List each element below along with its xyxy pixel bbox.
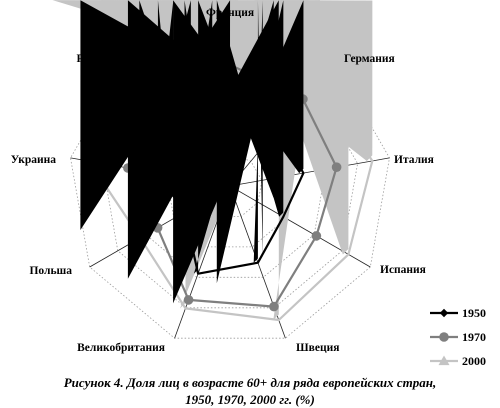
caption-label: Рисунок 4. <box>63 375 124 390</box>
legend-marker-1950 <box>439 308 449 318</box>
caption-line2: 1950, 1970, 2000 гг. (%) <box>185 392 315 407</box>
point-1970-2 <box>331 162 342 172</box>
point-1950-8 <box>139 0 191 191</box>
point-1970-5 <box>183 295 194 305</box>
spoke-2 <box>229 157 390 187</box>
category-label-2: Италия <box>394 154 434 166</box>
legend-label-1970: 1970 <box>462 330 486 344</box>
point-1950-3 <box>216 0 284 284</box>
legend-item-2000: 2000 <box>430 354 486 368</box>
legend-marker-1970 <box>439 332 449 342</box>
category-label-1: Германия <box>344 53 395 65</box>
figure-caption: Рисунок 4. Доля лиц в возрасте 60+ для р… <box>0 374 500 408</box>
point-1970-4 <box>269 301 279 312</box>
category-label-7: Украина <box>11 154 57 166</box>
legend-label-1950: 1950 <box>462 306 486 320</box>
category-label-8: Россия <box>76 53 112 65</box>
spoke-3 <box>229 185 371 268</box>
series <box>52 0 374 322</box>
point-1950-5 <box>193 0 274 274</box>
caption-line1: Доля лиц в возрасте 60+ для ряда европей… <box>126 375 437 390</box>
category-label-5: Великобритания <box>77 342 165 354</box>
radar-chart: 0510152025 ФранцияГерманияИталияИспанияШ… <box>11 0 486 368</box>
legend-marker-2000 <box>438 355 450 366</box>
category-label-3: Испания <box>380 264 426 276</box>
legend-item-1950: 1950 <box>430 306 486 320</box>
legend-item-1970: 1970 <box>430 330 486 344</box>
point-1970-3 <box>311 231 322 241</box>
category-label-6: Польша <box>29 265 72 277</box>
series-1950 <box>80 0 305 304</box>
legend-label-2000: 2000 <box>462 354 486 368</box>
legend: 1950 1970 2000 <box>430 306 486 368</box>
category-label-4: Швеция <box>296 342 339 354</box>
category-label-0: Франция <box>206 7 254 19</box>
